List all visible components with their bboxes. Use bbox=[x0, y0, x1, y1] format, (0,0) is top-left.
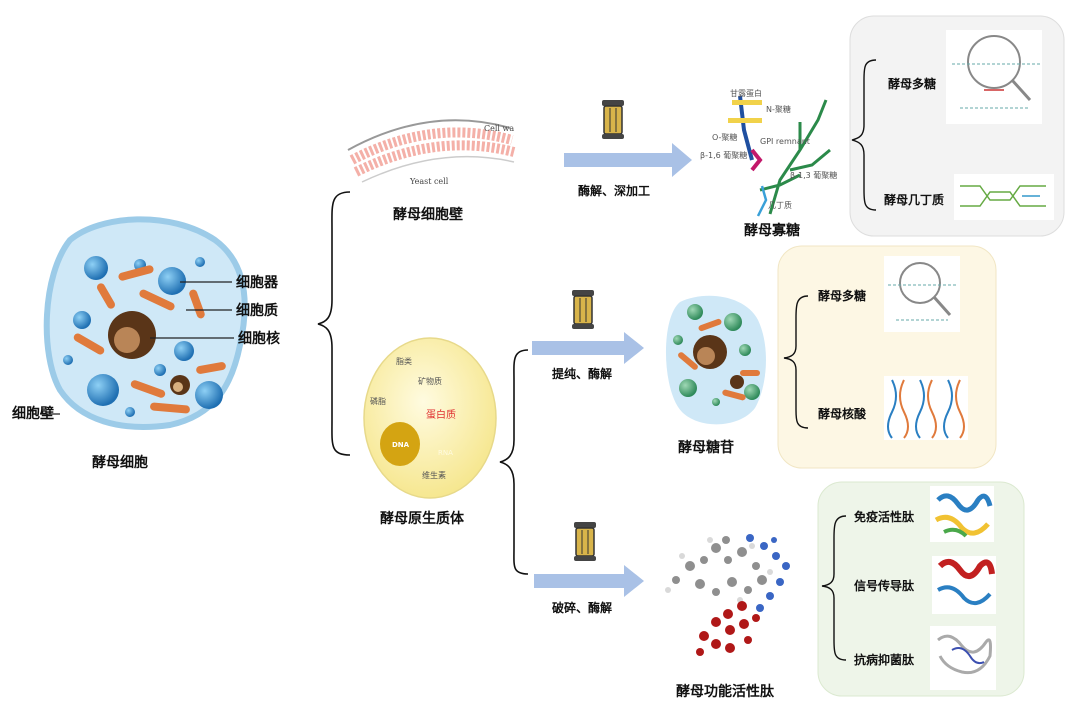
label-nucleus: 细胞核 bbox=[238, 330, 280, 347]
organelle bbox=[84, 256, 108, 280]
organelle bbox=[195, 381, 223, 409]
protoplast-label: 磷脂 bbox=[370, 396, 386, 406]
organelle bbox=[87, 374, 119, 406]
organelle bbox=[195, 257, 205, 267]
fermenter-icon bbox=[572, 290, 594, 329]
mitochondrion bbox=[130, 380, 166, 398]
polysaccharide-structure-image bbox=[884, 256, 960, 332]
fermenter-icon bbox=[602, 100, 624, 139]
organelle bbox=[125, 407, 135, 417]
yeast-cell-title: 酵母细胞 bbox=[92, 454, 148, 471]
cell-wall-illustration bbox=[347, 119, 516, 183]
protoplast-label-rna: RNA bbox=[438, 449, 453, 457]
process-arrow-2 bbox=[532, 332, 644, 364]
chitin-structure-image bbox=[954, 174, 1054, 220]
cell-wall-illus-text: Cell wa bbox=[484, 124, 514, 133]
oligo-illus-label: 几丁质 bbox=[768, 200, 792, 210]
oligo-illus-label: O-聚糖 bbox=[712, 132, 737, 142]
protein-structure-image bbox=[930, 486, 994, 542]
protein-structure-image bbox=[930, 626, 996, 690]
product-label: 免疫活性肽 bbox=[854, 509, 915, 524]
protoplast-label: 脂类 bbox=[396, 356, 412, 366]
oligo-illus-label: N-聚糖 bbox=[766, 104, 791, 114]
mitochondrion bbox=[150, 402, 190, 414]
glycoside-title: 酵母糖苷 bbox=[678, 439, 734, 456]
protoplast-label-dna: DNA bbox=[392, 441, 410, 449]
cell-wall-illus-text: Yeast cell bbox=[409, 177, 449, 186]
protein-structure-image bbox=[932, 556, 996, 614]
mitochondrion bbox=[189, 289, 205, 319]
mitochondrion bbox=[196, 362, 226, 374]
brace-box-1 bbox=[851, 59, 877, 211]
mitochondrion bbox=[73, 333, 105, 355]
nucleolus bbox=[114, 327, 140, 353]
organelle bbox=[158, 267, 186, 295]
protoplast-label: 维生素 bbox=[422, 470, 446, 480]
organelle bbox=[73, 311, 91, 329]
oligo-illus-label: GPI remnant bbox=[760, 137, 810, 146]
organelle bbox=[154, 364, 166, 376]
protoplast-illustration bbox=[363, 337, 497, 499]
organelle bbox=[63, 355, 73, 365]
mitochondrion bbox=[139, 289, 175, 311]
vacuole-inner bbox=[173, 382, 183, 392]
dna-helix-image bbox=[884, 376, 968, 440]
process-label-1: 酶解、深加工 bbox=[578, 183, 650, 198]
product-label: 酵母核酸 bbox=[818, 406, 867, 421]
mitochondrion bbox=[97, 283, 115, 309]
oligo-illus-label: 甘露蛋白 bbox=[730, 88, 762, 98]
brace-main bbox=[317, 191, 351, 456]
product-label: 酵母几丁质 bbox=[884, 192, 944, 207]
protoplast-label: 矿物质 bbox=[418, 376, 442, 386]
peptide-molecule-illustration bbox=[665, 534, 790, 656]
label-organelle: 细胞器 bbox=[236, 274, 279, 291]
oligosaccharide-title: 酵母寡糖 bbox=[744, 222, 800, 239]
process-arrow-3 bbox=[534, 565, 644, 597]
product-label: 信号传导肽 bbox=[854, 578, 915, 593]
yeast-cell-illustration bbox=[40, 216, 248, 430]
mitochondrion bbox=[118, 265, 154, 281]
oligosaccharide-illustration bbox=[728, 95, 831, 217]
oligo-illus-label: β-1,3 葡聚糖 bbox=[790, 170, 837, 180]
fermenter-icon bbox=[574, 522, 596, 561]
cell-wall-title: 酵母细胞壁 bbox=[393, 206, 463, 223]
product-label: 抗病抑菌肽 bbox=[854, 652, 915, 667]
label-cell-wall: 细胞壁 bbox=[12, 405, 54, 422]
label-cytoplasm: 细胞质 bbox=[236, 302, 278, 319]
oligo-illus-label: β-1,6 葡聚糖 bbox=[700, 150, 747, 160]
process-arrow-1 bbox=[564, 143, 692, 177]
protoplast-label-protein: 蛋白质 bbox=[426, 408, 456, 421]
brace-box-3 bbox=[821, 515, 847, 661]
product-label: 酵母多糖 bbox=[818, 288, 866, 303]
brace-box-2 bbox=[783, 295, 809, 429]
polysaccharide-structure-image bbox=[946, 30, 1042, 124]
process-label-2: 提纯、酶解 bbox=[552, 366, 612, 381]
product-label: 酵母多糖 bbox=[888, 76, 936, 91]
process-label-3: 破碎、酶解 bbox=[552, 600, 612, 615]
glycoside-illustration bbox=[665, 295, 766, 425]
peptide-title: 酵母功能活性肽 bbox=[676, 683, 775, 700]
protoplast-title: 酵母原生质体 bbox=[380, 510, 465, 527]
organelle bbox=[174, 341, 194, 361]
brace-protoplast bbox=[499, 349, 529, 575]
